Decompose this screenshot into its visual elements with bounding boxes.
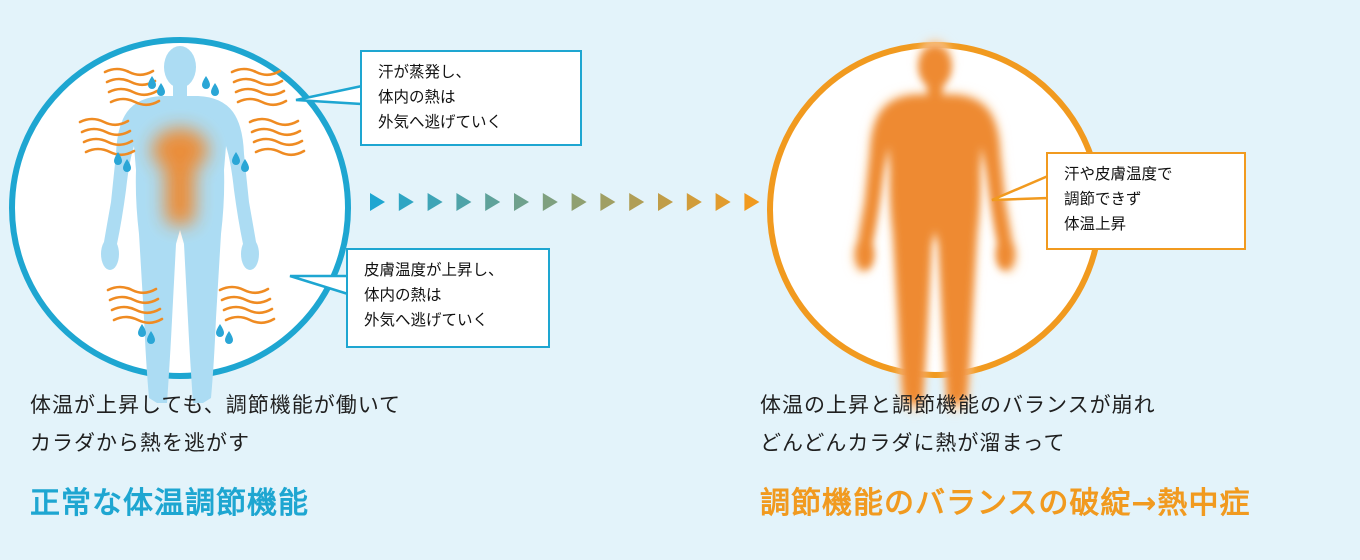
caption-line: 体温が上昇しても、調節機能が働いて <box>30 393 402 417</box>
triangle-chevron-icon <box>514 193 529 211</box>
triangle-chevron-icon <box>715 193 731 211</box>
callout-skin-temperature: 皮膚温度が上昇し、 体内の熱は 外気へ逃げていく <box>346 248 550 348</box>
callout-line: 調節できず <box>1064 190 1142 208</box>
triangle-chevron-icon <box>658 193 673 211</box>
progress-arrows <box>370 193 760 211</box>
triangle-chevron-icon <box>456 193 472 211</box>
callout-line: 体内の熱は <box>378 88 456 106</box>
triangle-chevron-icon <box>427 193 443 211</box>
triangle-chevron-icon <box>629 193 645 211</box>
triangle-chevron-icon <box>485 193 501 211</box>
triangle-chevron-icon <box>571 193 587 211</box>
callout-regulation-failure: 汗や皮膚温度で 調節できず 体温上昇 <box>1046 152 1246 250</box>
callout-line: 汗が蒸発し、 <box>378 63 472 81</box>
normal-caption: 体温が上昇しても、調節機能が働いて カラダから熱を逃がす <box>30 386 401 462</box>
triangle-chevron-icon <box>398 193 414 211</box>
triangle-chevron-icon <box>370 193 385 211</box>
callout-line: 体内の熱は <box>364 286 442 304</box>
failure-caption: 体温の上昇と調節機能のバランスが崩れ どんどんカラダに熱が溜まって <box>760 386 1156 462</box>
failure-title: 調節機能のバランスの破綻→熱中症 <box>760 486 1251 521</box>
triangle-chevron-icon <box>744 193 760 211</box>
callout-line: 汗や皮膚温度で <box>1064 165 1173 183</box>
callout-line: 外気へ逃げていく <box>364 311 489 329</box>
caption-line: カラダから熱を逃がす <box>30 431 250 455</box>
callout-line: 皮膚温度が上昇し、 <box>364 261 504 279</box>
triangle-chevron-icon <box>686 193 702 211</box>
callout-sweat-evaporation: 汗が蒸発し、 体内の熱は 外気へ逃げていく <box>360 50 582 146</box>
callout-line: 外気へ逃げていく <box>378 113 503 131</box>
core-heat-glow <box>152 128 208 225</box>
caption-line: どんどんカラダに熱が溜まって <box>760 431 1066 455</box>
triangle-chevron-icon <box>600 193 616 211</box>
caption-line: 体温の上昇と調節機能のバランスが崩れ <box>760 393 1156 417</box>
normal-title: 正常な体温調節機能 <box>30 486 309 521</box>
callout-line: 体温上昇 <box>1064 215 1127 233</box>
triangle-chevron-icon <box>542 193 558 211</box>
